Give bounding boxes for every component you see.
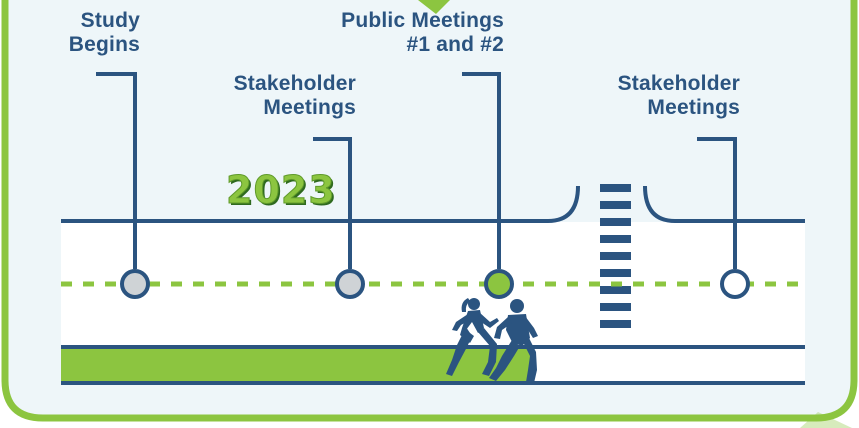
milestone-2-marker (335, 269, 365, 299)
arrow-top-tip (418, 0, 450, 14)
milestone-4-leader (697, 137, 737, 269)
milestone-2-label-line1: Stakeholder (233, 72, 356, 95)
milestone-4-label-line2: Meetings (647, 96, 740, 119)
curb-right (643, 185, 676, 223)
milestone-3-label-line2: #1 and #2 (406, 33, 504, 56)
milestone-2-leader (313, 137, 352, 269)
milestone-1-leader (96, 72, 137, 269)
milestone-1-label-line2: Begins (68, 33, 140, 56)
milestone-1-label: Study Begins (40, 9, 140, 57)
milestone-4-label-line1: Stakeholder (617, 72, 740, 95)
milestone-4-marker (720, 269, 750, 299)
milestone-2-label: Stakeholder Meetings (196, 72, 356, 120)
milestone-1-label-line1: Study (80, 9, 140, 32)
milestone-4-label: Stakeholder Meetings (580, 72, 740, 120)
curb-left (547, 185, 580, 223)
crosswalk-icon (600, 184, 631, 328)
year-label: 2023 (226, 168, 336, 213)
runners-icon (446, 298, 538, 383)
milestone-1-marker (120, 269, 150, 299)
milestone-2-label-line2: Meetings (263, 96, 356, 119)
milestone-3-label-line1: Public Meetings (341, 9, 504, 32)
arrow-bottom-tail (800, 412, 852, 428)
milestone-3-label: Public Meetings #1 and #2 (304, 9, 504, 57)
milestone-3-leader (462, 72, 501, 269)
milestone-3-marker (484, 269, 514, 299)
